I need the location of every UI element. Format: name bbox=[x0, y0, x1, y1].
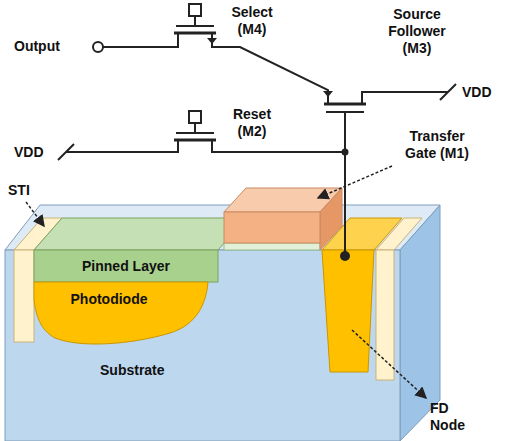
part-label: FD Node bbox=[430, 400, 478, 434]
gate-side bbox=[320, 188, 342, 250]
region-label: Pinned Layer bbox=[82, 258, 170, 275]
pinned-layer: Pinned Layer bbox=[34, 250, 218, 282]
pinned-front bbox=[34, 250, 218, 282]
part-label: Transfer Gate (M1) bbox=[396, 128, 478, 162]
fd-contact bbox=[340, 251, 350, 261]
gate-oxide bbox=[224, 243, 320, 250]
sti-right bbox=[376, 250, 394, 380]
photodiode: Photodiode bbox=[34, 284, 184, 314]
sti-top bbox=[376, 218, 422, 250]
region-label: Substrate bbox=[100, 362, 165, 379]
m3-vdd bbox=[362, 84, 456, 104]
substrate-block: Substrate Pinned LayerPhotodiode bbox=[5, 250, 400, 441]
output-label: Output bbox=[14, 38, 94, 55]
gate-pad bbox=[189, 4, 201, 16]
m4-gate bbox=[176, 16, 214, 26]
m2-leads bbox=[58, 140, 345, 160]
gate-pad bbox=[189, 111, 201, 123]
m3-channel bbox=[324, 103, 366, 106]
sti-left bbox=[14, 250, 34, 342]
m4-channel bbox=[174, 32, 216, 35]
region-label: Photodiode bbox=[71, 291, 148, 308]
m3-arrow bbox=[323, 91, 333, 97]
m4-arrow bbox=[207, 38, 217, 44]
transistor-label: Select (M4) bbox=[222, 4, 282, 38]
m2-gate bbox=[176, 123, 214, 133]
gate-front bbox=[224, 212, 320, 243]
output-terminal bbox=[93, 42, 103, 52]
substrate-front bbox=[5, 250, 400, 441]
circuit-wires bbox=[58, 16, 456, 256]
substrate-top bbox=[5, 205, 440, 250]
pinned-top bbox=[34, 218, 246, 250]
leader-lines bbox=[26, 166, 426, 398]
transistor-label: Source Follower (M3) bbox=[372, 6, 462, 57]
fd-front bbox=[322, 250, 374, 372]
m4-leads bbox=[103, 33, 328, 104]
supply-label: VDD bbox=[14, 144, 54, 161]
photodiode-region bbox=[34, 282, 208, 344]
part-label: STI bbox=[8, 182, 48, 199]
gate-leader bbox=[318, 166, 392, 198]
m2-channel bbox=[174, 139, 216, 142]
fd-leader bbox=[352, 330, 426, 398]
transistor-label: Reset (M2) bbox=[222, 106, 282, 140]
sti-leader bbox=[26, 202, 44, 226]
fd-line bbox=[344, 112, 346, 256]
junction-dot bbox=[342, 149, 349, 156]
supply-label: VDD bbox=[462, 84, 502, 101]
